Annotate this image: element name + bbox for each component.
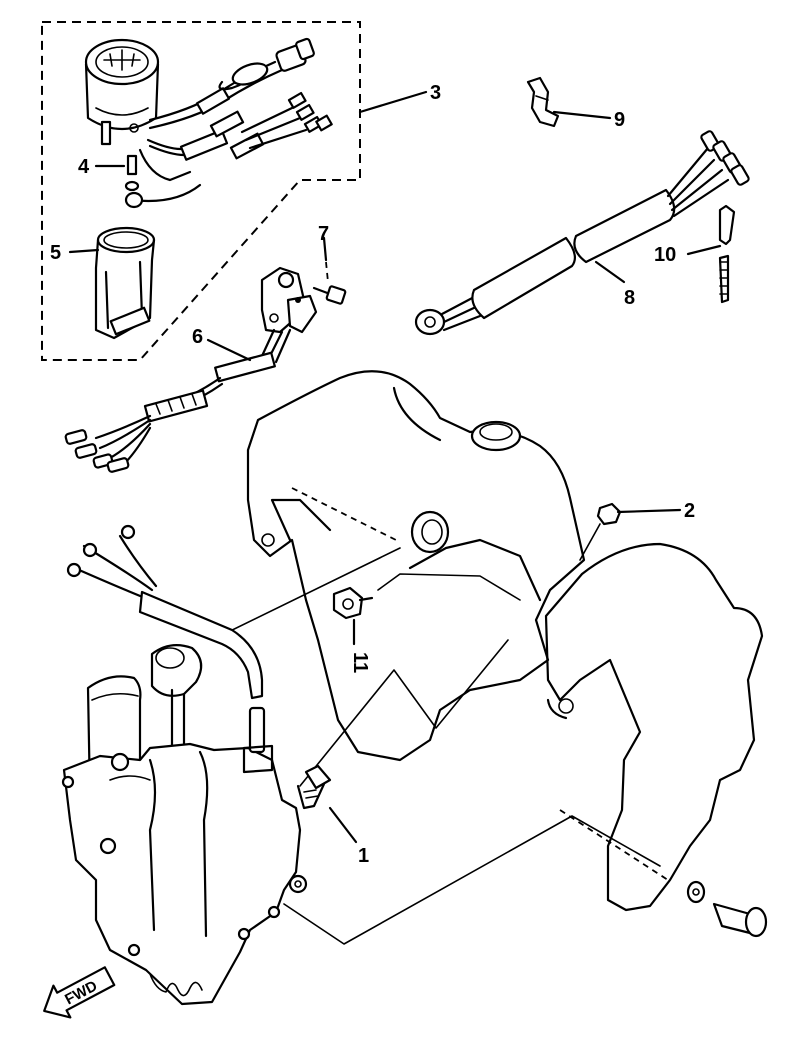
cable-band-part-10 [718,204,736,304]
assembly-centerlines [219,487,669,945]
clamp-bracket-left [246,370,586,762]
part-label-11: 11 [349,652,371,673]
trim-switch-part-6 [64,266,318,473]
part-label-6: 6 [192,326,203,348]
part-label-10: 10 [654,244,676,266]
part-label-8: 8 [624,287,635,309]
bolt-part-7 [312,261,347,305]
part-label-5: 5 [50,242,61,264]
trim-meter [84,38,160,146]
part-label-7: 7 [318,223,329,245]
pin-part-4 [124,154,140,192]
clip-part-9 [526,76,560,128]
part-label-3: 3 [430,82,441,104]
bolt-and-washer [686,880,768,938]
nut-part-2 [596,502,622,526]
fwd-arrow: FWD [43,966,116,1019]
meter-bracket-part-5 [94,226,156,340]
part-label-4: 4 [78,156,90,178]
part-label-1: 1 [358,845,369,867]
fwd-arrow-icon [43,966,116,1019]
harness-part-8 [414,130,750,336]
part-labels: 3 4 5 6 7 8 9 10 2 11 1 [50,82,695,867]
kit-boundary-3 [41,21,361,361]
part-label-9: 9 [614,109,625,131]
part-label-2: 2 [684,500,695,522]
power-trim-tilt-unit [61,524,308,1006]
bolt-part-1 [296,764,332,810]
meter-wiring [124,37,333,209]
clamp-bracket-right [544,542,764,912]
cable-clamp-part-11 [332,586,374,620]
leader-lines [68,90,722,844]
